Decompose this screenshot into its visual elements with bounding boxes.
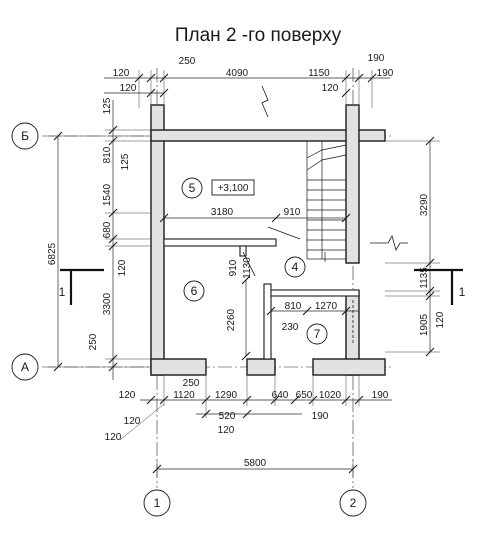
- dim-chain-bottom: [119, 376, 392, 478]
- dim-int-910-a: 910: [284, 207, 301, 218]
- dim-top-4090: 4090: [226, 68, 249, 79]
- leader-910: [267, 226, 301, 240]
- dim-int-230: 230: [282, 322, 299, 333]
- dim-int-1130: 1130: [242, 257, 253, 279]
- dim-int-810: 810: [285, 301, 302, 312]
- dim-int-910-b: 910: [228, 259, 239, 276]
- axis-b-marker: [11, 122, 39, 150]
- dim-right-1905: 1905: [419, 313, 430, 336]
- dim-top-250: 250: [179, 56, 196, 67]
- dim-left-680: 680: [102, 221, 113, 238]
- dim-int-2260: 2260: [226, 308, 237, 331]
- dim-bottom-190-b: 190: [312, 411, 329, 422]
- dim-chain-right: [385, 136, 440, 357]
- room-4-label: 4: [292, 260, 299, 274]
- staircase: [306, 140, 347, 262]
- room-7-bubble: [306, 323, 328, 345]
- dim-interior: [159, 213, 359, 361]
- dim-left-1540: 1540: [102, 183, 113, 206]
- partition-horizontal: [163, 238, 277, 247]
- dim-right-3290: 3290: [419, 193, 430, 216]
- dim-left-6825: 6825: [47, 242, 58, 265]
- break-line-right: [370, 234, 408, 252]
- dim-bottom-520: 520: [219, 411, 236, 422]
- dim-top-190-b: 190: [377, 68, 394, 79]
- wall-bottom-3: [312, 358, 386, 376]
- room-5-label: 5: [189, 181, 196, 195]
- walls: [150, 104, 386, 376]
- level-mark-box: [211, 179, 255, 196]
- dim-left-120: 120: [117, 259, 128, 276]
- room-4-bubble: [284, 256, 306, 278]
- level-mark: +3,100: [218, 183, 249, 194]
- room-6-label: 6: [191, 284, 198, 298]
- dim-bottom-120-a: 120: [119, 390, 136, 401]
- axis-a-marker: [11, 353, 39, 381]
- dim-top-120-a: 120: [113, 68, 130, 79]
- leader-door: [242, 251, 256, 277]
- dim-bottom-190-a: 190: [372, 390, 389, 401]
- axis-1-label: 1: [154, 496, 161, 510]
- dim-chain-left: [48, 100, 152, 380]
- dim-top-120-b: 120: [120, 83, 137, 94]
- dim-top-190-a: 190: [368, 53, 385, 64]
- partition-bath: [270, 289, 360, 297]
- dim-bottom-640: 640: [272, 390, 289, 401]
- section-label-right: 1: [459, 285, 466, 299]
- dim-chain-top: [104, 70, 390, 108]
- wall-bottom-2: [246, 358, 276, 376]
- dim-bottom-120-c: 120: [218, 425, 235, 436]
- dim-bottom-650: 650: [296, 390, 313, 401]
- dim-bottom-1290: 1290: [215, 390, 238, 401]
- dim-left-125-a: 125: [102, 97, 113, 114]
- dim-left-3300: 3300: [102, 292, 113, 315]
- dim-int-3180: 3180: [211, 207, 234, 218]
- room-5-bubble: [181, 177, 203, 199]
- dim-left-125-b: 125: [120, 153, 131, 170]
- section-label-left: 1: [59, 285, 66, 299]
- dim-right-120: 120: [435, 311, 446, 328]
- wall-bottom-1: [150, 358, 207, 376]
- dim-bottom-120-b: 120: [124, 416, 141, 427]
- break-line-top: [261, 85, 269, 118]
- axis-2-label: 2: [350, 496, 357, 510]
- partition-vertical: [263, 283, 272, 360]
- axis-a-label: А: [21, 360, 29, 374]
- wall-top: [150, 129, 386, 142]
- axis-2-marker: [339, 489, 367, 517]
- dim-bottom-1120: 1120: [173, 390, 195, 401]
- door-jamb: [239, 245, 247, 257]
- dim-int-1270: 1270: [315, 301, 338, 312]
- dim-bottom-120-d: 120: [105, 432, 122, 443]
- dim-bottom-250: 250: [183, 378, 200, 389]
- dim-right-1135: 1135: [419, 267, 430, 289]
- dim-left-810: 810: [102, 146, 113, 163]
- dim-bottom-1020: 1020: [319, 390, 342, 401]
- dim-bottom-5800: 5800: [244, 458, 267, 469]
- room-7-label: 7: [314, 327, 321, 341]
- wall-left: [150, 104, 165, 376]
- axis-1-marker: [143, 489, 171, 517]
- plan-title: План 2 -го поверху: [175, 25, 342, 46]
- dim-left-250: 250: [88, 333, 99, 350]
- wall-right-upper: [345, 104, 360, 264]
- dim-top-1150: 1150: [308, 68, 330, 79]
- axis-b-label: Б: [21, 129, 29, 143]
- room-6-bubble: [183, 280, 205, 302]
- dim-top-120-c: 120: [322, 83, 339, 94]
